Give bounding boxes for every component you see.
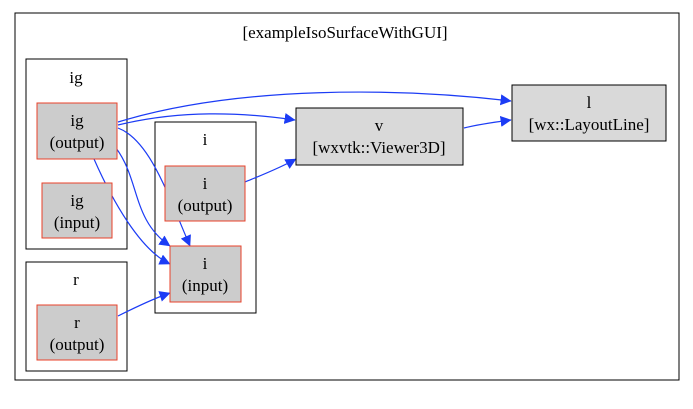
node-ig-input: ig (input) (41, 182, 113, 239)
node-ig-input-line-1: ig (70, 191, 84, 210)
node-l-line-2: [wx::LayoutLine] (529, 115, 650, 134)
node-i-input-line-2: (input) (182, 276, 228, 295)
node-v-line-1: v (375, 116, 384, 135)
cluster-ig-frame (25, 58, 128, 250)
edge-ig-output-to-i-input-3 (93, 158, 171, 265)
node-ig-input-line-2: (input) (54, 213, 100, 232)
cluster-r-frame (25, 261, 128, 372)
edge-ig-output-to-l (117, 91, 512, 123)
node-r-output: r (output) (36, 304, 118, 361)
edge-i-output-to-v (244, 158, 297, 183)
node-r-output-line-2: (output) (50, 335, 105, 354)
cluster-ig-label: ig (69, 68, 83, 87)
graph-title: [exampleIsoSurfaceWithGUI] (242, 23, 447, 42)
cluster-i-label: i (203, 130, 208, 149)
node-l: l [wx::LayoutLine] (511, 84, 667, 142)
node-i-input: i (input) (169, 245, 242, 303)
node-r-output-line-1: r (74, 313, 80, 332)
node-v-box (295, 107, 464, 166)
edge-r-output-to-i-input (117, 291, 171, 317)
edge-v-to-l (463, 115, 512, 129)
node-ig-input-box (41, 182, 113, 239)
node-r-output-box (36, 304, 118, 361)
edge-ig-output-to-v (117, 113, 296, 126)
node-i-output-line-2: (output) (178, 196, 233, 215)
cluster-r-label: r (73, 270, 79, 289)
cluster-i: i (154, 121, 257, 314)
cluster-ig: ig (25, 58, 128, 250)
node-l-box (511, 84, 667, 142)
node-v-line-2: [wxvtk::Viewer3D] (312, 138, 445, 157)
node-i-output-box (164, 165, 246, 222)
graph-frame (14, 12, 680, 381)
node-v: v [wxvtk::Viewer3D] (295, 107, 464, 166)
node-ig-output: ig (output) (36, 102, 118, 160)
edge-ig-output-to-i-input-1 (117, 127, 191, 247)
node-ig-output-box (36, 102, 118, 160)
node-i-input-box (169, 245, 242, 303)
cluster-i-frame (154, 121, 257, 314)
node-i-output: i (output) (164, 165, 246, 222)
node-ig-output-line-1: ig (70, 111, 84, 130)
edge-ig-output-to-i-input-2 (115, 147, 171, 247)
edges (93, 91, 512, 317)
node-i-output-line-1: i (203, 174, 208, 193)
node-ig-output-line-2: (output) (50, 133, 105, 152)
cluster-r: r (25, 261, 128, 372)
node-i-input-line-1: i (203, 254, 208, 273)
node-l-line-1: l (587, 93, 592, 112)
